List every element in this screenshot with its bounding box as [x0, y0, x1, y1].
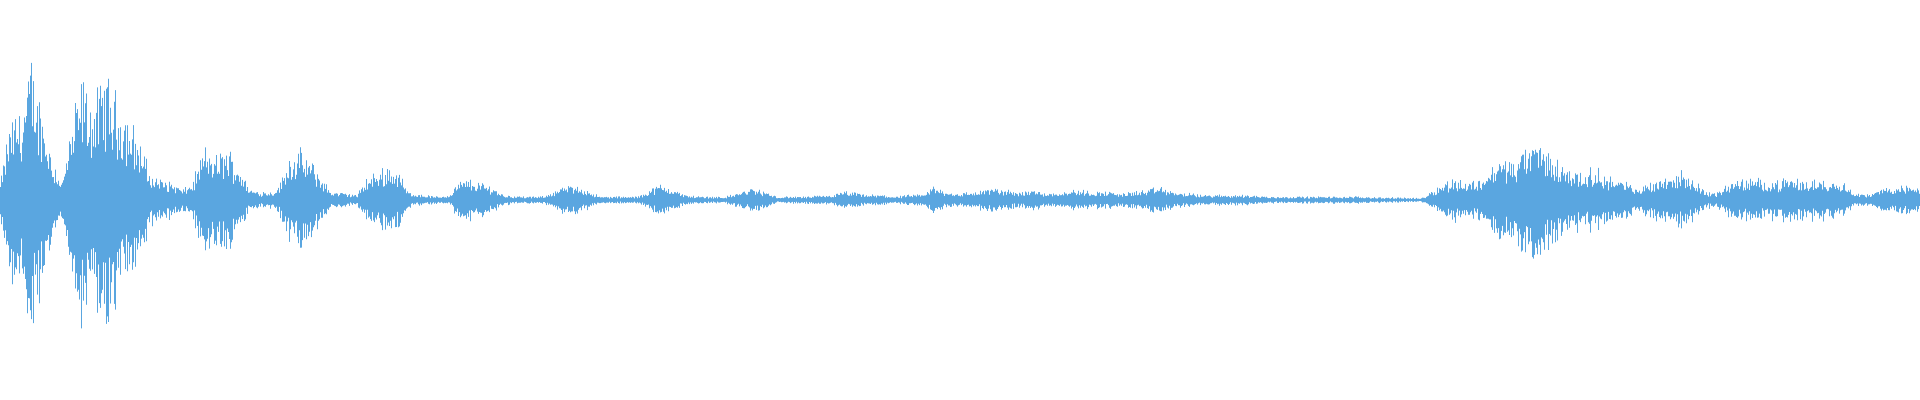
waveform-path	[0, 62, 1920, 329]
waveform-samples	[0, 62, 1920, 329]
